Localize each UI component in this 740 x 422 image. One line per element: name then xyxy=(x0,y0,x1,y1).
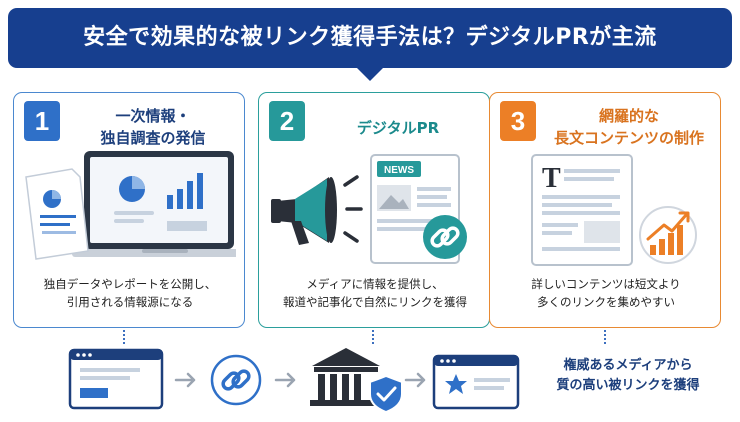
connector-3 xyxy=(604,330,606,344)
card-2-description: メディアに情報を提供し、 報道や記事化で自然にリンクを獲得 xyxy=(263,275,487,311)
shield-check-icon xyxy=(369,374,403,414)
card-2-title: デジタルPR xyxy=(356,119,440,137)
card-3-desc-line1: 詳しいコンテンツは短文より xyxy=(531,277,681,291)
connector-2 xyxy=(372,330,374,344)
featured-website-icon xyxy=(432,354,520,410)
document-growth-illustration: T xyxy=(531,154,697,266)
card-2-desc-line2: 報道や記事化で自然にリンクを獲得 xyxy=(283,295,467,309)
laptop-icon xyxy=(72,151,236,257)
link-flow-diagram xyxy=(68,348,520,414)
card-1-desc-line2: 引用される情報源になる xyxy=(66,295,194,309)
card-digital-pr: 2 デジタルPR NEWS xyxy=(258,92,490,328)
card-number-3: 3 xyxy=(500,101,536,141)
card-2-desc-line1: メディアに情報を提供し、 xyxy=(306,277,444,291)
banner-pointer xyxy=(355,66,385,81)
card-1-title-line1: 一次情報・ xyxy=(115,107,191,125)
link-circle-icon xyxy=(210,354,262,406)
flow-result-line2: 質の高い被リンクを獲得 xyxy=(556,378,700,393)
doc-letter: T xyxy=(542,163,561,194)
header-banner: 安全で効果的な被リンク獲得手法は？デジタルPRが主流 xyxy=(8,8,732,68)
card-number-1: 1 xyxy=(24,101,60,141)
arrow-right-icon xyxy=(404,372,426,388)
megaphone-icon xyxy=(271,175,363,245)
card-primary-info: 1 一次情報・ 独自調査の発信 xyxy=(13,92,245,328)
institution-icon xyxy=(310,348,380,406)
card-1-description: 独自データやレポートを公開し、 引用される情報源になる xyxy=(18,275,242,311)
card-3-title: 網羅的な 長文コンテンツの制作 xyxy=(540,105,718,149)
arrow-right-icon xyxy=(274,372,296,388)
website-icon xyxy=(68,348,164,410)
card-3-title-line2: 長文コンテンツの制作 xyxy=(553,129,704,147)
megaphone-news-illustration: NEWS xyxy=(271,154,467,264)
document-icon: T xyxy=(531,154,633,266)
card-3-description: 詳しいコンテンツは短文より 多くのリンクを集めやすい xyxy=(494,275,718,311)
connector-1 xyxy=(123,330,125,344)
card-3-title-line1: 網羅的な xyxy=(598,107,659,125)
growth-chart-icon xyxy=(639,206,697,264)
flow-result-line1: 権威あるメディアから xyxy=(563,358,693,373)
news-badge-text: NEWS xyxy=(384,165,414,176)
page-title: 安全で効果的な被リンク獲得手法は？デジタルPRが主流 xyxy=(83,25,657,50)
card-1-desc-line1: 独自データやレポートを公開し、 xyxy=(43,277,217,291)
card-1-title: 一次情報・ 独自調査の発信 xyxy=(64,105,242,149)
card-3-desc-line2: 多くのリンクを集めやすい xyxy=(537,295,675,309)
card-number-2: 2 xyxy=(269,101,305,141)
card-1-title-line2: 独自調査の発信 xyxy=(100,129,206,147)
flow-result-text: 権威あるメディアから 質の高い被リンクを獲得 xyxy=(528,356,728,396)
report-document-icon xyxy=(25,168,89,260)
laptop-report-illustration xyxy=(25,151,236,260)
link-icon xyxy=(423,215,467,259)
card-long-content: 3 網羅的な 長文コンテンツの制作 T 詳しいコンテンツ xyxy=(489,92,721,328)
arrow-right-icon xyxy=(174,372,196,388)
